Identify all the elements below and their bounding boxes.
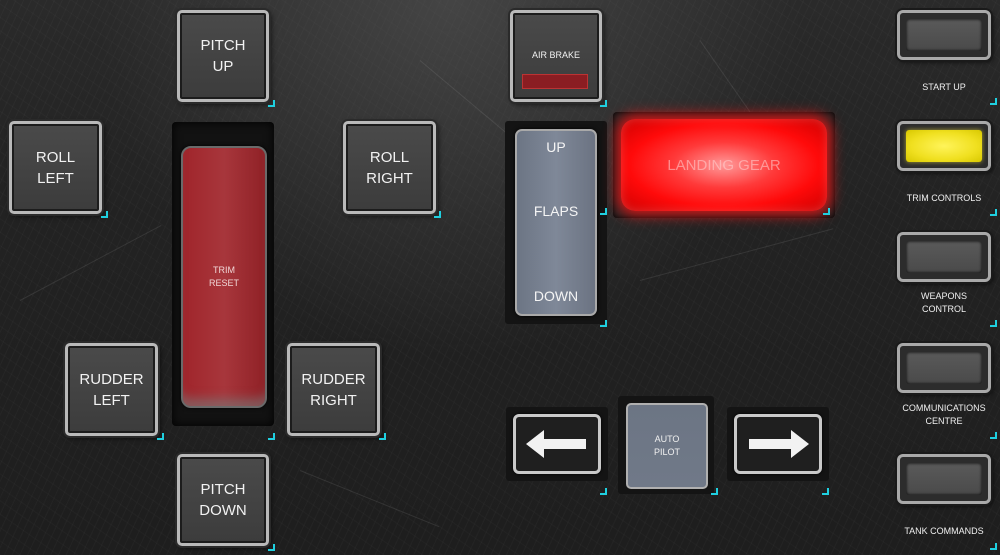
rudder-left-button[interactable]: RUDDER LEFT xyxy=(65,343,158,436)
air-brake-indicator xyxy=(522,74,588,89)
auto-pilot-button[interactable]: AUTO PILOT xyxy=(626,403,708,489)
landing-gear-button[interactable]: LANDING GEAR xyxy=(621,119,827,211)
start-up-button[interactable] xyxy=(897,10,991,60)
flaps-up-label: UP xyxy=(546,139,566,155)
communications-centre-button[interactable] xyxy=(897,343,991,393)
corner-marker xyxy=(157,433,164,440)
roll-left-button[interactable]: ROLL LEFT xyxy=(9,121,102,214)
weapons-control-label: WEAPONS CONTROL xyxy=(920,291,967,314)
weapons-control-button[interactable] xyxy=(897,232,991,282)
flaps-lever[interactable]: UP FLAPS DOWN xyxy=(515,129,597,316)
corner-marker xyxy=(268,100,275,107)
scratch-texture xyxy=(19,224,162,301)
tank-commands-label: TANK COMMANDS xyxy=(904,526,984,536)
tank-commands-light xyxy=(906,463,982,495)
weapons-control-light xyxy=(906,241,982,273)
tank-commands-button[interactable] xyxy=(897,454,991,504)
rudder-right-button[interactable]: RUDDER RIGHT xyxy=(287,343,380,436)
arrow-right-button[interactable] xyxy=(734,414,822,474)
corner-marker xyxy=(268,433,275,440)
corner-marker xyxy=(600,208,607,215)
corner-marker xyxy=(600,320,607,327)
corner-marker xyxy=(990,432,997,439)
corner-marker xyxy=(990,320,997,327)
flaps-label: FLAPS xyxy=(533,203,579,219)
scratch-texture xyxy=(299,470,440,528)
roll-right-button[interactable]: ROLL RIGHT xyxy=(343,121,436,214)
communications-centre-label: COMMUNICATIONS CENTRE xyxy=(902,403,986,426)
corner-marker xyxy=(822,488,829,495)
corner-marker xyxy=(823,208,830,215)
corner-marker xyxy=(990,543,997,550)
start-up-light xyxy=(906,19,982,51)
pitch-up-button[interactable]: PITCH UP xyxy=(177,10,269,102)
corner-marker xyxy=(600,488,607,495)
trim-controls-button[interactable] xyxy=(897,121,991,171)
scratch-texture xyxy=(639,228,834,281)
corner-marker xyxy=(711,488,718,495)
corner-marker xyxy=(101,211,108,218)
arrow-left-icon xyxy=(526,430,586,458)
flaps-down-label: DOWN xyxy=(533,288,579,304)
pitch-down-button[interactable]: PITCH DOWN xyxy=(177,454,269,546)
start-up-label: START UP xyxy=(922,82,966,92)
arrow-right-icon xyxy=(749,430,809,458)
corner-marker xyxy=(268,544,275,551)
corner-marker xyxy=(379,433,386,440)
corner-marker xyxy=(990,98,997,105)
corner-marker xyxy=(990,209,997,216)
trim-controls-label: TRIM CONTROLS xyxy=(906,193,982,203)
communications-centre-light xyxy=(906,352,982,384)
trim-controls-light xyxy=(906,130,982,162)
corner-marker xyxy=(600,100,607,107)
arrow-left-button[interactable] xyxy=(513,414,601,474)
trim-reset-button[interactable]: TRIM RESET xyxy=(181,146,267,408)
corner-marker xyxy=(434,211,441,218)
